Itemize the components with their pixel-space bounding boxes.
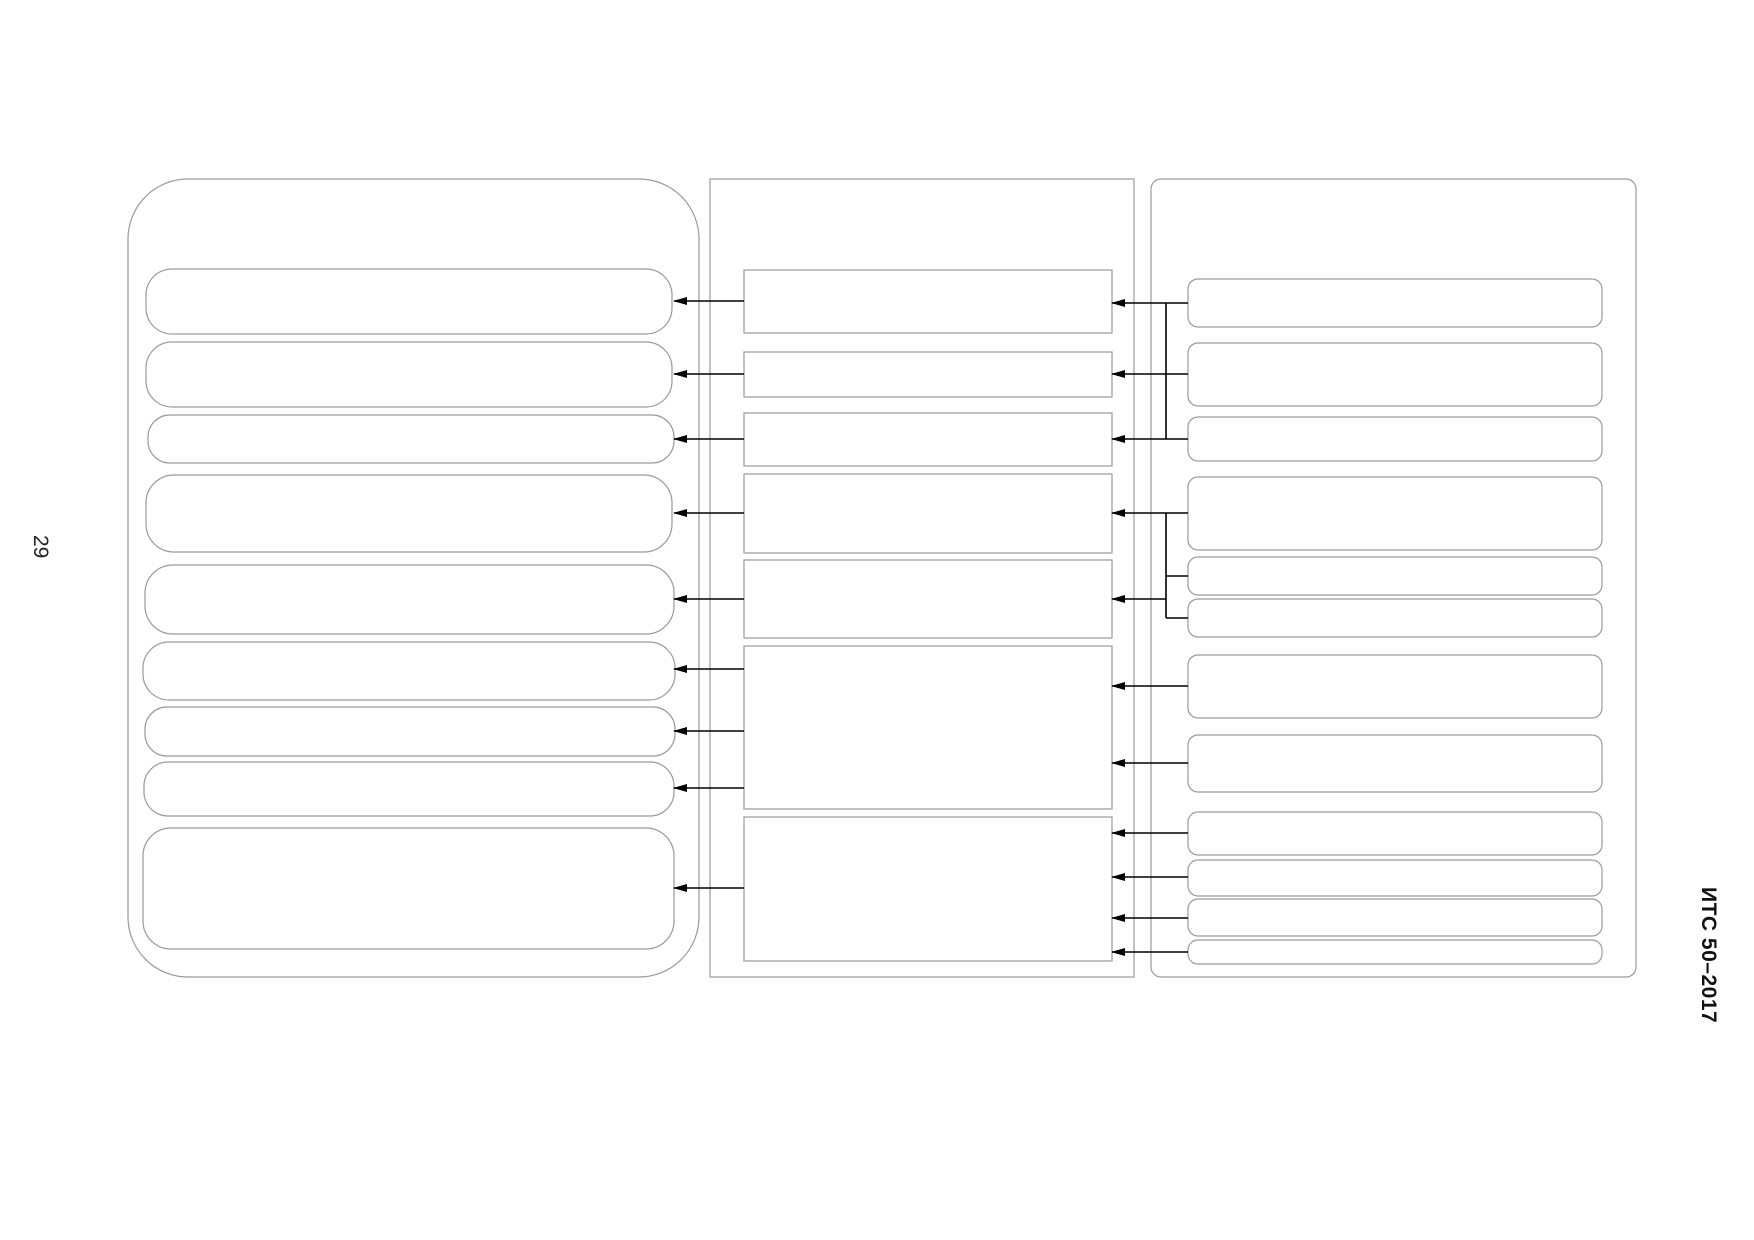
right-box	[1187, 598, 1603, 638]
left-box	[144, 564, 675, 635]
middle-box	[743, 351, 1113, 398]
right-box	[1187, 476, 1603, 551]
left-box	[145, 268, 673, 335]
middle-box	[743, 816, 1113, 962]
right-box	[1187, 734, 1603, 793]
left-box	[145, 474, 673, 553]
left-box	[144, 706, 676, 757]
left-box	[145, 341, 673, 408]
middle-box	[743, 473, 1113, 554]
middle-group-container	[709, 178, 1135, 978]
right-box	[1187, 898, 1603, 937]
right-box	[1187, 654, 1603, 719]
left-box	[143, 761, 675, 817]
left-box	[142, 641, 676, 701]
left-box	[147, 414, 675, 464]
right-box	[1187, 556, 1603, 596]
right-box	[1187, 278, 1603, 328]
middle-box	[743, 269, 1113, 334]
right-group-boxes	[1187, 278, 1603, 965]
right-box	[1187, 939, 1603, 965]
middle-group-boxes	[743, 269, 1113, 962]
middle-box	[743, 559, 1113, 639]
left-group-container	[127, 178, 700, 978]
right-box	[1187, 859, 1603, 897]
right-box	[1187, 342, 1603, 407]
left-box	[142, 827, 675, 950]
middle-box	[743, 412, 1113, 467]
connectors	[673, 297, 1188, 956]
right-group-container	[1150, 178, 1637, 978]
left-group-boxes	[142, 268, 676, 950]
middle-box	[743, 645, 1113, 810]
right-box	[1187, 811, 1603, 856]
right-box	[1187, 416, 1603, 462]
